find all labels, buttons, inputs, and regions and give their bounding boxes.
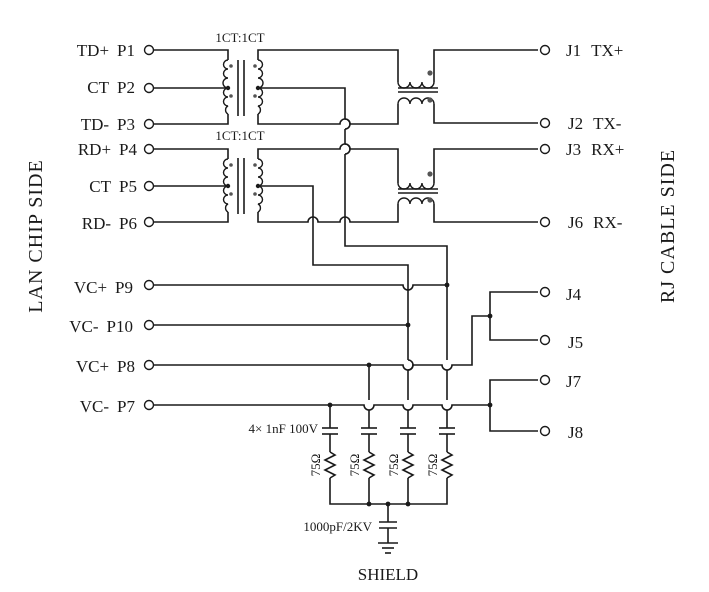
chip-pin-label-p4: RD+P4 — [78, 140, 138, 159]
pin-p2-terminal — [143, 82, 155, 94]
termination-network — [322, 427, 455, 554]
pin-j4-terminal — [539, 286, 551, 298]
common-mode-choke-rx — [397, 148, 538, 223]
chip-pin-label-p7: VC-P7 — [80, 397, 136, 416]
resistor-label-1: 75Ω — [308, 454, 323, 477]
pin-p5-terminal — [143, 180, 155, 192]
chip-pin-label-p6: RD-P6 — [82, 214, 137, 233]
shield-capacitor-label: 1000pF/2KV — [303, 519, 372, 534]
shield-label: SHIELD — [358, 565, 418, 584]
vc-network — [154, 282, 538, 432]
pin-j2-terminal — [539, 117, 551, 129]
cable-pin-label-j7: J7 — [566, 372, 582, 391]
pin-j1-terminal — [539, 44, 551, 56]
chip-pin-label-p1: TD+P1 — [77, 41, 135, 60]
pin-p7-terminal — [143, 399, 155, 411]
pin-p10-terminal — [143, 319, 155, 331]
pin-j6-terminal — [539, 216, 551, 228]
resistor-label-3: 75Ω — [386, 454, 401, 477]
chip-pin-label-p9: VC+P9 — [74, 278, 133, 297]
common-mode-choke-tx — [397, 49, 538, 124]
resistor-array — [323, 451, 454, 479]
pin-j7-terminal — [539, 374, 551, 386]
chip-pin-terminals — [143, 44, 155, 411]
cable-pin-label-j4: J4 — [566, 285, 582, 304]
pin-j8-terminal — [539, 425, 551, 437]
pin-p1-terminal — [143, 44, 155, 56]
transformer-tx — [154, 49, 399, 125]
pin-p4-terminal — [143, 143, 155, 155]
resistor-label-2: 75Ω — [347, 454, 362, 477]
pin-p3-terminal — [143, 118, 155, 130]
lan-chip-side-label: LAN CHIP SIDE — [25, 159, 47, 312]
resistor-label-4: 75Ω — [425, 454, 440, 477]
pin-p9-terminal — [143, 279, 155, 291]
cable-pin-label-j5: J5 — [568, 333, 583, 352]
tx-ct-trunk — [344, 129, 448, 284]
pin-p8-terminal — [143, 359, 155, 371]
pin-j5-terminal — [539, 334, 551, 346]
rj-cable-side-label: RJ CABLE SIDE — [657, 149, 679, 303]
transformer-rx — [154, 143, 409, 282]
pin-p6-terminal — [143, 216, 155, 228]
chip-pin-label-p8: VC+P8 — [76, 357, 135, 376]
pin-j3-terminal — [539, 143, 551, 155]
transformer-1-ratio-label: 1CT:1CT — [215, 30, 264, 45]
cable-pin-terminals — [539, 44, 551, 437]
capacitor-array-label: 4× 1nF 100V — [249, 421, 319, 436]
capacitor-array — [322, 427, 455, 435]
cable-pin-label-j8: J8 — [568, 423, 583, 442]
transformer-2-ratio-label: 1CT:1CT — [215, 128, 264, 143]
chip-pin-label-p3: TD-P3 — [81, 115, 135, 134]
chip-pin-label-p10: VC-P10 — [69, 317, 133, 336]
ground-icon — [378, 542, 398, 554]
